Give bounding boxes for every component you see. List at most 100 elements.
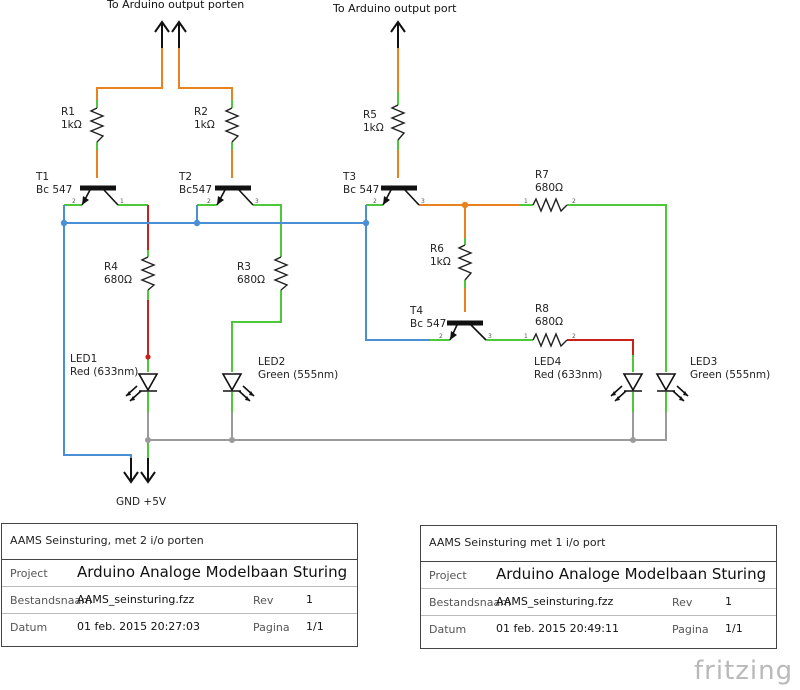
pin-number: 3 [421,198,425,205]
pin-number: 2 [72,198,76,205]
r5-value: 1kΩ [363,122,384,134]
transistor-t2-icon [215,185,254,206]
file-label: Bestandsnaam [429,596,511,609]
r3-name: R3 [237,261,251,273]
label-arduino-output-porten: To Arduino output porten [106,0,244,11]
arrow-down-icon [123,458,139,484]
arrow-up-icon [390,20,406,48]
r1-value: 1kΩ [61,119,82,131]
wires [63,30,667,470]
wire-r7-led3 [580,204,667,372]
project-value: Arduino Analoge Modelbaan Sturing [496,565,767,583]
rev-value: 1 [306,593,313,606]
leds [125,373,689,402]
pin-number: 2 [572,198,576,205]
t4-value: Bc 547 [410,318,446,330]
rev-value: 1 [725,595,732,608]
r2-name: R2 [194,106,208,118]
resistor-r2-icon [224,107,240,143]
pin-number: 2 [439,333,443,340]
rev-label: Rev [253,594,274,607]
t2-value: Bc547 [179,184,212,196]
file-label: Bestandsnaam [10,594,92,607]
led3-icon [655,373,689,402]
project-label: Project [10,567,48,580]
led1-value: Red (633nm) [70,366,138,378]
page-value: 1/1 [306,620,324,633]
title-block-file-row: Bestandsnaam AAMS_seinsturing.fzz Rev 1 [2,587,357,614]
r1-name: R1 [61,106,75,118]
title-block-project-row: Project Arduino Analoge Modelbaan Sturin… [2,560,357,587]
wire-gnd-t3 [365,205,430,341]
title-block-right: AAMS Seinsturing met 1 i/o port Project … [420,525,777,649]
junctions [60,201,636,443]
pin-number: 1 [524,333,528,340]
pin-number: 2 [373,198,377,205]
rev-label: Rev [672,596,693,609]
r3-value: 680Ω [237,274,265,286]
r4-value: 680Ω [104,274,132,286]
terminal-arrows [123,20,406,484]
transistors [80,185,487,341]
pin-number: 3 [255,198,259,205]
project-label: Project [429,569,467,582]
title-block-date-row: Datum 01 feb. 2015 20:27:03 Pagina 1/1 [2,614,357,640]
transistor-t4-icon [447,320,487,341]
wire-5v-rail [147,412,667,441]
page-label: Pagina [253,621,290,634]
led4-icon [610,373,644,402]
arrow-up-icon [154,20,170,48]
wire-r8-led4 [567,339,634,372]
wire-port-r2 [178,30,233,100]
led2-value: Green (555nm) [258,369,338,381]
pin-number: 1 [524,198,528,205]
led2-name: LED2 [258,356,285,368]
led1-name: LED1 [70,353,97,365]
wire-5v-r [231,412,634,440]
led3-name: LED3 [690,356,717,368]
arrow-up-icon [171,20,187,48]
led3-value: Green (555nm) [690,369,770,381]
t4-name: T4 [409,305,423,317]
title-block-left: AAMS Seinsturing, met 2 i/o porten Proje… [1,523,358,647]
r7-value: 680Ω [535,182,563,194]
led4-name: LED4 [534,356,562,368]
resistor-r8-icon [532,332,568,348]
r4-name: R4 [104,261,118,273]
t3-value: Bc 547 [343,184,379,196]
pin-number: 1 [120,198,124,205]
fritzing-logo: fritzing [694,656,794,686]
resistor-r7-icon [532,197,568,213]
date-label: Datum [10,621,48,634]
resistors [89,104,568,348]
wire-r3-down [231,290,282,372]
arrow-down-icon [140,458,156,484]
wire-port-r1 [96,30,163,100]
wire-t2-collector [253,204,282,257]
date-label: Datum [429,623,467,636]
pin-number: 2 [572,333,576,340]
resistor-r4-icon [140,256,156,291]
r8-value: 680Ω [535,316,563,328]
page-value: 1/1 [725,622,743,635]
resistor-r3-icon [273,256,289,291]
led2-icon [221,373,255,402]
label-gnd-5v: GND +5V [116,496,167,508]
transistor-t3-icon [381,185,420,206]
led4-value: Red (633nm) [534,369,602,381]
page-label: Pagina [672,623,709,636]
file-value: AAMS_seinsturing.fzz [77,593,195,606]
title-block-date-row: Datum 01 feb. 2015 20:49:11 Pagina 1/1 [421,616,776,642]
t1-name: T1 [35,171,49,183]
date-value: 01 feb. 2015 20:27:03 [77,620,201,633]
t1-value: Bc 547 [36,184,72,196]
title-block-file-row: Bestandsnaam AAMS_seinsturing.fzz Rev 1 [421,589,776,616]
r5-name: R5 [363,109,377,121]
resistor-r6-icon [457,244,473,281]
wire-gnd-t1 [63,205,132,470]
transistor-t1-icon [80,185,119,206]
r6-value: 1kΩ [430,256,451,268]
r2-value: 1kΩ [194,119,215,131]
led1-icon [125,373,159,402]
